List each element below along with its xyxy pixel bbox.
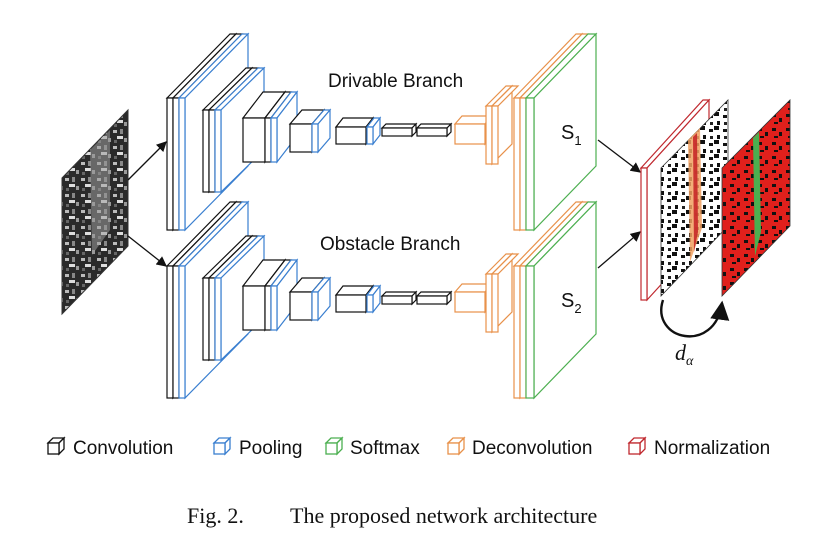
legend-item-softmax: Softmax xyxy=(324,436,420,459)
drivable-branch xyxy=(165,32,598,232)
conv-block-4-bottom xyxy=(288,276,332,322)
obstacle-branch-label: Obstacle Branch xyxy=(320,234,460,255)
output-s1-label: S1 xyxy=(561,122,582,148)
input-arrow-top xyxy=(127,141,167,181)
softmax-cube-icon xyxy=(324,436,344,456)
output-arrow-top xyxy=(597,139,642,173)
deconvolution-cube-icon xyxy=(446,436,466,456)
conv-block-5-top xyxy=(334,116,382,146)
legend: Convolution Pooling Softmax D xyxy=(46,436,770,459)
conv-block-2-bottom xyxy=(201,234,266,362)
drivable-branch-label: Drivable Branch xyxy=(328,71,463,92)
normalization-cube-icon xyxy=(627,436,647,456)
conv-block-4-top xyxy=(288,108,332,154)
conv-block-6-bottom xyxy=(380,290,453,306)
d-alpha-label: dα xyxy=(675,340,694,369)
legend-item-pooling: Pooling xyxy=(212,436,302,459)
conv-block-3-top xyxy=(241,90,299,164)
obstacle-map xyxy=(721,99,791,297)
input-image xyxy=(61,108,129,316)
legend-label-convolution: Convolution xyxy=(73,438,173,459)
legend-item-convolution: Convolution xyxy=(46,436,173,459)
legend-label-pooling: Pooling xyxy=(239,438,302,459)
legend-label-deconvolution: Deconvolution xyxy=(472,438,592,459)
drivable-probability-map xyxy=(660,99,729,297)
deconv-block-2-top xyxy=(484,84,520,166)
d-alpha-curve-arrow xyxy=(660,299,730,338)
input-arrow-bottom xyxy=(127,235,168,267)
legend-item-deconvolution: Deconvolution xyxy=(446,436,592,459)
output-arrow-bottom xyxy=(597,231,641,269)
conv-block-5-bottom xyxy=(334,284,382,314)
pooling-cube-icon xyxy=(212,436,232,456)
figure-caption-number: Fig. 2. xyxy=(187,503,244,528)
legend-item-normalization: Normalization xyxy=(627,436,770,459)
conv-block-6-top xyxy=(380,122,453,138)
convolution-cube-icon xyxy=(46,436,66,456)
figure-caption-text: The proposed network architecture xyxy=(290,503,597,528)
legend-label-normalization: Normalization xyxy=(654,438,770,459)
legend-label-softmax: Softmax xyxy=(350,438,420,459)
softmax-block-bottom xyxy=(524,200,598,400)
obstacle-branch xyxy=(165,200,598,400)
deconv-block-2-bottom xyxy=(484,252,520,334)
output-s2-label: S2 xyxy=(561,290,582,316)
softmax-block-top xyxy=(524,32,598,232)
conv-block-1-bottom xyxy=(165,200,250,400)
conv-block-3-bottom xyxy=(241,258,299,332)
